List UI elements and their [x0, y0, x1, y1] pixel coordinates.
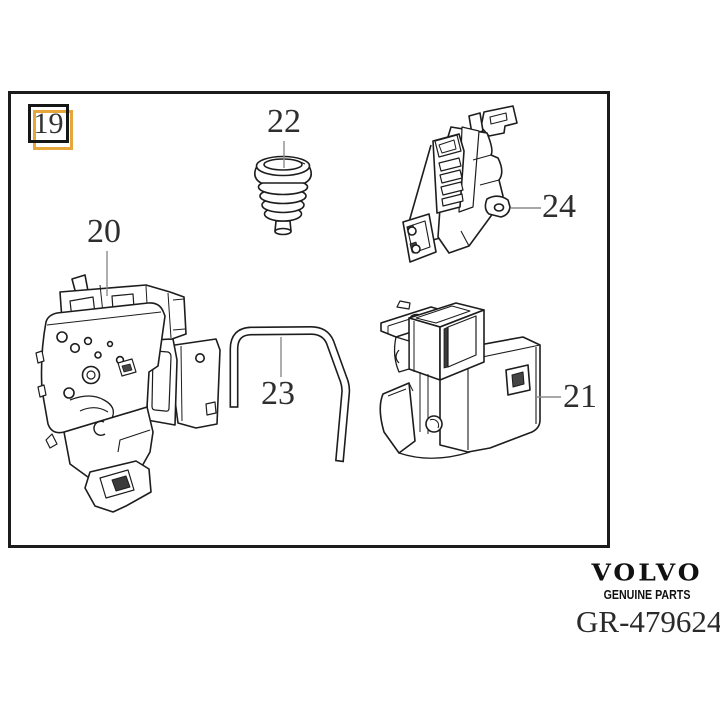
diagram-frame: [8, 91, 610, 548]
part-23-control-rod-drawing[interactable]: [229, 326, 351, 463]
volvo-logo: VOLVO: [591, 559, 703, 586]
callout-label-20[interactable]: 20: [87, 213, 121, 250]
callout-label-22[interactable]: 22: [267, 103, 301, 140]
part-24-lock-actuator-drawing[interactable]: [402, 105, 518, 263]
callout-label-21[interactable]: 21: [563, 378, 597, 415]
callout-label-23[interactable]: 23: [261, 375, 295, 412]
selected-group-highlight: [33, 110, 73, 150]
part-22-buffer-stop-drawing[interactable]: [254, 155, 312, 236]
genuine-parts-tagline: GENUINE PARTS: [603, 587, 691, 602]
document-code: GR-479624: [576, 604, 720, 639]
part-21-module-bracket-drawing[interactable]: [379, 300, 541, 459]
leader-lines: [106, 141, 561, 398]
brand-block: VOLVO GENUINE PARTS: [586, 560, 708, 602]
callout-label-24[interactable]: 24: [542, 188, 576, 225]
part-20-door-lock-drawing[interactable]: [35, 274, 221, 513]
group-badge-19[interactable]: 19: [28, 104, 69, 143]
